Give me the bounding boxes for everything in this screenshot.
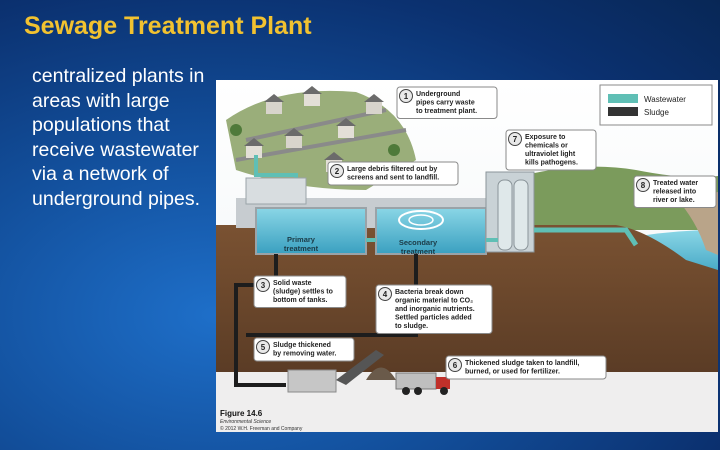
slide-body-text: centralized plants in areas with large p…: [32, 64, 220, 211]
step-5-line: Sludge thickened: [273, 342, 331, 349]
legend-sludge-label: Sludge: [644, 108, 669, 117]
step-1-line: pipes carry waste: [416, 100, 475, 107]
step-5-callout: 5 Sludge thickened by removing water.: [254, 338, 354, 361]
step-4-callout: 4 Bacteria break down organic material to …: [376, 285, 492, 334]
slide-title: Sewage Treatment Plant: [24, 12, 312, 41]
sludge-thickener: [288, 370, 336, 392]
step-8-line: river or lake.: [653, 197, 695, 204]
step-1-line: Underground: [416, 91, 460, 98]
figure-credit: © 2012 W.H. Freeman and Company: [220, 425, 303, 432]
legend-wastewater-swatch: [608, 94, 638, 103]
legend: Wastewater Sludge: [600, 85, 712, 125]
step-1-number: 1: [404, 92, 409, 101]
step-2-callout: 2 Large debris filtered out by screens and…: [328, 162, 458, 185]
step-3-line: bottom of tanks.: [273, 297, 327, 304]
legend-wastewater-label: Wastewater: [644, 95, 686, 104]
step-6-callout: 6 Thickened sludge taken to landfill, burn…: [446, 356, 606, 379]
step-3-line: (sludge) settles to: [273, 289, 333, 296]
step-5-number: 5: [261, 343, 266, 352]
step-4-line: and inorganic nutrients.: [395, 306, 475, 313]
secondary-label-2: treatment: [401, 247, 436, 256]
screen-building: [246, 178, 306, 204]
uv-tank-1: [498, 180, 512, 250]
step-4-line: to sludge.: [395, 323, 428, 330]
step-6-number: 6: [453, 361, 458, 370]
step-4-line: Settled particles added: [395, 315, 472, 322]
step-2-line: screens and sent to landfill.: [347, 175, 439, 182]
step-7-line: kills pathogens.: [525, 160, 578, 167]
legend-sludge-swatch: [608, 107, 638, 116]
step-2-line: Large debris filtered out by: [347, 166, 437, 173]
step-8-number: 8: [641, 181, 646, 190]
step-7-line: chemicals or: [525, 143, 568, 150]
step-7-line: ultraviolet light: [525, 151, 576, 158]
step-4-line: organic material to CO₂: [395, 298, 473, 305]
step-6-line: Thickened sludge taken to landfill,: [465, 360, 579, 367]
figure-number: Figure 14.6: [220, 409, 263, 418]
step-3-line: Solid waste: [273, 280, 312, 287]
step-8-line: released into: [653, 189, 696, 196]
step-6-line: burned, or used for fertilizer.: [465, 369, 560, 376]
uv-tank-2: [514, 180, 528, 250]
step-2-number: 2: [335, 167, 340, 176]
step-5-line: by removing water.: [273, 351, 336, 358]
step-3-number: 3: [261, 281, 266, 290]
step-4-number: 4: [383, 290, 388, 299]
step-7-line: Exposure to: [525, 134, 565, 141]
step-8-line: Treated water: [653, 180, 698, 187]
step-4-line: Bacteria break down: [395, 289, 463, 296]
step-1-line: to treatment plant.: [416, 108, 477, 115]
step-7-number: 7: [513, 135, 518, 144]
primary-label-1: Primary: [287, 235, 316, 244]
secondary-label-1: Secondary: [399, 238, 438, 247]
figure-book: Environmental Science: [220, 419, 271, 425]
primary-label-2: treatment: [284, 244, 319, 253]
sewage-treatment-diagram: Wastewater Sludge Primary treatment Seco…: [216, 80, 718, 432]
